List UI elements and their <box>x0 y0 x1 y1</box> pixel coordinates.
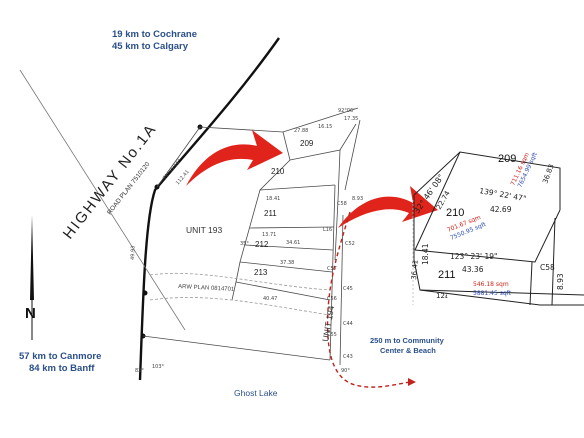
zoom-dim: 42.69 <box>490 205 512 214</box>
lot-211-zoom: 211 <box>438 269 456 281</box>
zoom-dim: 12₄ <box>436 292 448 300</box>
zoom-angle-mid: 139° 22' 47" <box>479 186 527 203</box>
dim-label: 49.93 <box>130 246 136 261</box>
dim-label: 82° <box>135 368 144 374</box>
dim-label: 92°06' <box>338 108 355 114</box>
dim-label: C58 <box>337 201 347 207</box>
dim-label: 17.35 <box>344 116 358 122</box>
north-arrow-icon <box>30 215 34 340</box>
dim-label: 16.15 <box>318 124 332 130</box>
cochrane-distance: 19 km to Cochrane <box>112 29 197 40</box>
dim-label: 35° <box>240 241 249 247</box>
dim-label: 13.71 <box>262 232 276 238</box>
lot-210-zoom: 210 <box>446 207 464 219</box>
arw-plan-label: ARW PLAN 0814701 <box>178 284 235 293</box>
dim-label: 40.47 <box>263 296 277 302</box>
zoom-plan <box>413 151 584 306</box>
dim-label: 103° <box>152 364 165 370</box>
community-distance: 250 m to Community <box>370 336 445 345</box>
area-sqm: 546.18 sqm <box>473 281 509 288</box>
zoom-dim: 43.36 <box>462 265 484 274</box>
dim-label: C55 <box>327 332 337 338</box>
dim-label: C52 <box>345 241 355 247</box>
lot-211-small: 211 <box>264 209 277 218</box>
access-path-arrowhead <box>408 378 416 386</box>
area-sqft: 5881.45 sqft <box>473 290 512 297</box>
dim-label: 18.41 <box>266 196 280 202</box>
dim-label: 34.61 <box>286 240 300 246</box>
small-plan <box>142 107 361 366</box>
dim-label: 27.88 <box>294 128 308 134</box>
community-center: Center & Beach <box>380 346 436 355</box>
zoom-dim: 18.41 <box>421 243 430 265</box>
curved-arrow-icon <box>186 130 283 186</box>
highway-line <box>138 37 280 381</box>
zoom-curve-label: C58 <box>540 263 555 272</box>
dim-label: 112.41 <box>175 169 191 186</box>
lot-209-zoom: 209 <box>498 153 516 165</box>
ghost-lake-label: Ghost Lake <box>234 388 278 398</box>
north-label: N <box>25 305 36 322</box>
unit-193-label: UNIT 193 <box>186 225 222 235</box>
dim-label: C57 <box>327 266 337 272</box>
dim-label: 90° <box>341 368 350 374</box>
zoom-dim: 36.83 <box>541 163 555 185</box>
dim-label: C43 <box>343 354 353 360</box>
dim-label: 8.93 <box>352 196 363 202</box>
zoom-dim: 8.93 <box>556 273 565 290</box>
dim-label: C44 <box>343 321 353 327</box>
highway-marker <box>142 290 148 296</box>
lot-212-small: 212 <box>255 240 269 249</box>
canmore-distance: 57 km to Canmore <box>19 351 101 362</box>
calgary-distance: 45 km to Calgary <box>112 41 189 52</box>
lot-210-small: 210 <box>271 167 285 176</box>
arw-plan-band <box>149 272 331 291</box>
zoom-angle-low: 123° 23' 19" <box>450 252 497 261</box>
zoom-dim: 36.41 <box>410 260 420 281</box>
dim-label: L16 <box>323 227 332 233</box>
banff-distance: 84 km to Banff <box>29 363 95 374</box>
lot-213-small: 213 <box>254 268 268 277</box>
dim-label: 37.38 <box>280 260 294 266</box>
road-plan-line <box>19 69 186 331</box>
arw-plan-band <box>149 297 331 316</box>
dim-label: C56 <box>327 296 337 302</box>
lot-209-small: 209 <box>300 139 314 148</box>
highway-label: HIGHWAY No.1A <box>60 120 161 242</box>
access-path <box>326 211 411 388</box>
dim-label: C45 <box>343 286 353 292</box>
